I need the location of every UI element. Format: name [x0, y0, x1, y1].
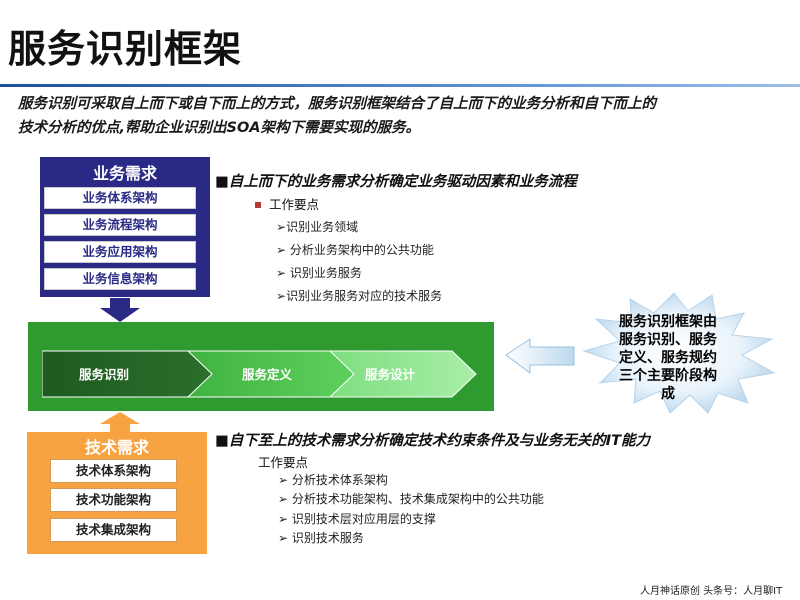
technical-item: 技术集成架构	[50, 518, 177, 542]
intro-line-2: 技术分析的优点,帮助企业识别出SOA架构下需要实现的服务。	[18, 120, 420, 136]
business-demand-title: 业务需求	[92, 164, 157, 183]
business-item: 业务流程架构	[44, 214, 196, 236]
arrow-bullet-icon: ➢	[278, 531, 292, 545]
bottom-section-heading-row: ■自下至上的技术需求分析确定技术约束条件及与业务无关的IT能力	[215, 429, 650, 450]
process-chevrons: 服务识别 服务定义 服务设计	[42, 350, 477, 398]
square-bullet-icon: ■	[215, 433, 229, 449]
down-arrow-icon	[100, 298, 140, 322]
small-square-bullet-icon	[255, 201, 261, 208]
arrow-bullet-icon: ➢	[276, 220, 287, 234]
arrow-bullet-icon: ➢	[278, 492, 292, 506]
top-section-heading-row: ■自上而下的业务需求分析确定业务驱动因素和业务流程	[215, 170, 577, 191]
chevron-step-1-label: 服务识别	[79, 367, 129, 382]
top-point-text: 识别业务服务对应的技术服务	[286, 289, 443, 303]
callout-text: 服务识别框架由服务识别、服务定义、服务规约三个主要阶段构成	[619, 314, 717, 402]
starburst-shape	[582, 292, 776, 414]
callout-starburst	[505, 292, 776, 414]
left-arrow-icon	[505, 338, 575, 374]
bottom-point-text: 识别技术服务	[291, 531, 364, 545]
top-point: ➢ 分析业务架构中的公共功能	[276, 241, 434, 258]
bottom-point: ➢ 识别技术层对应用层的支撑	[278, 510, 436, 527]
arrow-bullet-icon: ➢	[276, 289, 287, 303]
footer-credit: 人月神话原创 头条号：人月聊IT	[640, 586, 783, 597]
chevron-step-3-label: 服务设计	[365, 367, 416, 382]
business-item: 业务信息架构	[44, 268, 196, 290]
bottom-point: ➢ 分析技术体系架构	[278, 471, 388, 488]
bottom-point-text: 分析技术功能架构、技术集成架构中的公共功能	[291, 492, 544, 506]
top-point-text: 分析业务架构中的公共功能	[289, 243, 434, 257]
top-point: ➢识别业务服务对应的技术服务	[276, 287, 442, 304]
top-section-sub-row: 工作要点	[255, 194, 319, 213]
up-arrow-icon	[100, 412, 140, 434]
technical-item: 技术体系架构	[50, 459, 177, 483]
intro-text: 服务识别可采取自上而下或自下而上的方式，服务识别框架结合了自上而下的业务分析和自…	[18, 92, 738, 140]
bottom-point-text: 识别技术层对应用层的支撑	[291, 512, 436, 526]
square-bullet-icon: ■	[215, 174, 229, 190]
bottom-point: ➢ 分析技术功能架构、技术集成架构中的公共功能	[278, 490, 544, 507]
chevron-step-3	[328, 350, 477, 398]
title-rule	[0, 84, 800, 87]
bottom-point-text: 分析技术体系架构	[291, 473, 388, 487]
top-point-text: 识别业务服务	[289, 266, 362, 280]
bottom-section-heading: 自下至上的技术需求分析确定技术约束条件及与业务无关的IT能力	[228, 433, 650, 449]
intro-line-1: 服务识别可采取自上而下或自下而上的方式，服务识别框架结合了自上而下的业务分析和自…	[18, 96, 656, 112]
business-item: 业务应用架构	[44, 241, 196, 263]
top-section-heading: 自上而下的业务需求分析确定业务驱动因素和业务流程	[228, 174, 577, 190]
top-section-sub: 工作要点	[269, 197, 320, 212]
top-point-text: 识别业务领域	[286, 220, 359, 234]
page-title: 服务识别框架	[8, 27, 243, 71]
bottom-point: ➢ 识别技术服务	[278, 529, 364, 546]
technical-item: 技术功能架构	[50, 488, 177, 512]
arrow-bullet-icon: ➢	[278, 473, 292, 487]
bottom-section-sub: 工作要点	[258, 455, 309, 470]
arrow-bullet-icon: ➢	[276, 266, 290, 280]
business-item: 业务体系架构	[44, 187, 196, 209]
technical-demand-title: 技术需求	[84, 438, 149, 457]
chevron-step-2-label: 服务定义	[242, 367, 293, 382]
arrow-bullet-icon: ➢	[276, 243, 290, 257]
top-point: ➢识别业务领域	[276, 218, 358, 235]
top-point: ➢ 识别业务服务	[276, 264, 362, 281]
arrow-bullet-icon: ➢	[278, 512, 292, 526]
